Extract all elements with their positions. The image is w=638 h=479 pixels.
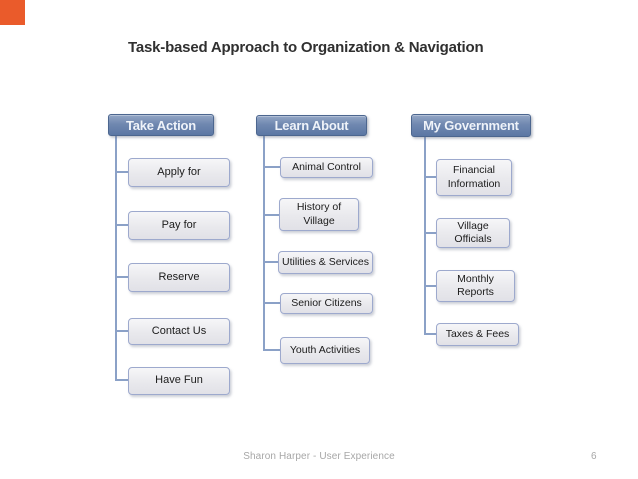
slide-title: Task-based Approach to Organization & Na… [128, 39, 484, 56]
node-learn-about-header: Learn About [256, 115, 367, 136]
node-utilities-services: Utilities & Services [278, 251, 373, 274]
node-youth-activities: Youth Activities [280, 337, 370, 364]
node-contact-us: Contact Us [128, 318, 230, 345]
node-my-government-header: My Government [411, 114, 531, 137]
connector-line [263, 349, 280, 351]
connector-line [424, 333, 436, 335]
node-have-fun: Have Fun [128, 367, 230, 395]
orange-corner-marker [0, 0, 25, 25]
connector-line [263, 261, 278, 263]
connector-line [115, 276, 128, 278]
connector-line [263, 214, 279, 216]
node-taxes-fees: Taxes & Fees [436, 323, 519, 346]
node-apply-for: Apply for [128, 158, 230, 187]
connector-line [263, 136, 265, 350]
connector-line [424, 285, 436, 287]
footer-author: Sharon Harper - User Experience [243, 451, 395, 462]
node-history-of-village: History of Village [279, 198, 359, 231]
connector-line [263, 302, 280, 304]
node-senior-citizens: Senior Citizens [280, 293, 373, 314]
node-village-officials: Village Officials [436, 218, 510, 248]
connector-line [115, 171, 128, 173]
node-reserve: Reserve [128, 263, 230, 292]
connector-line [115, 224, 128, 226]
connector-line [424, 137, 426, 335]
node-pay-for: Pay for [128, 211, 230, 240]
node-monthly-reports: Monthly Reports [436, 270, 515, 302]
connector-line [424, 176, 436, 178]
connector-line [115, 379, 128, 381]
node-financial-information: Financial Information [436, 159, 512, 196]
connector-line [263, 166, 280, 168]
page-number: 6 [591, 451, 597, 462]
connector-line [424, 232, 436, 234]
connector-line [115, 330, 128, 332]
node-animal-control: Animal Control [280, 157, 373, 178]
connector-line [115, 136, 117, 381]
node-take-action-header: Take Action [108, 114, 214, 136]
